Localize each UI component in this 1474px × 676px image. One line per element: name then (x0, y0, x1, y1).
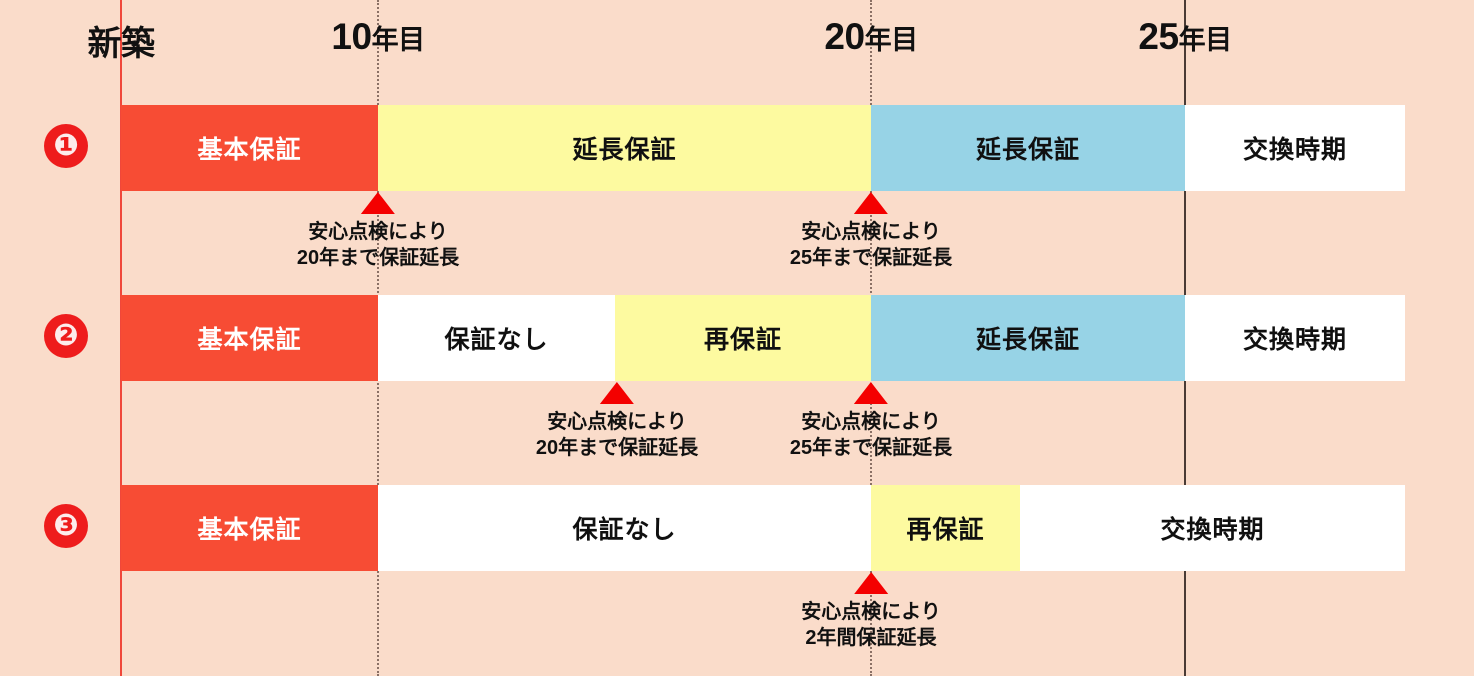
warranty-segment: 保証なし (378, 295, 615, 381)
annotation-text: 安心点検により 20年まで保証延長 (536, 410, 698, 461)
triangle-marker-icon (854, 192, 888, 214)
warranty-segment: 基本保証 (121, 485, 378, 571)
year-label-25: 25年目 (1138, 16, 1233, 58)
warranty-segment: 再保証 (871, 485, 1020, 571)
year-unit: 年目 (864, 25, 919, 55)
year-number: 25 (1138, 16, 1179, 57)
year-label-20: 20年目 (824, 16, 919, 58)
year-unit: 新築 (87, 25, 156, 63)
warranty-segment: 延長保証 (378, 105, 871, 191)
annotation-line-2: 20年まで保証延長 (296, 246, 460, 269)
warranty-segment: 延長保証 (871, 105, 1185, 191)
inspection-annotation: 安心点検により 20年まで保証延長 (536, 382, 698, 461)
warranty-bar-row-1: 基本保証延長保証延長保証交換時期 (0, 105, 1474, 191)
annotation-line-2: 20年まで保証延長 (535, 436, 699, 459)
annotation-line-1: 安心点検により (801, 601, 941, 623)
annotation-text: 安心点検により 25年まで保証延長 (790, 410, 952, 461)
warranty-bar-row-2: 基本保証保証なし再保証延長保証交換時期 (0, 295, 1474, 381)
inspection-annotation: 安心点検により 2年間保証延長 (801, 572, 941, 651)
annotation-text: 安心点検により 2年間保証延長 (801, 600, 941, 651)
annotation-text: 安心点検により 20年まで保証延長 (297, 220, 459, 271)
annotation-line-2: 25年まで保証延長 (789, 246, 953, 269)
triangle-marker-icon (853, 572, 888, 594)
warranty-bar-row-3: 基本保証保証なし再保証交換時期 (0, 485, 1474, 571)
year-unit: 年目 (1178, 25, 1233, 55)
warranty-segment: 基本保証 (121, 105, 378, 191)
year-number: 10 (331, 16, 372, 57)
annotation-line-1: 安心点検により (547, 411, 687, 433)
triangle-marker-icon (854, 382, 888, 404)
year-label-10: 10年目 (331, 16, 426, 58)
annotation-line-2: 25年まで保証延長 (789, 436, 953, 459)
inspection-annotation: 安心点検により 20年まで保証延長 (297, 192, 459, 271)
annotation-line-1: 安心点検により (801, 411, 941, 433)
warranty-segment: 基本保証 (121, 295, 378, 381)
warranty-segment: 交換時期 (1020, 485, 1405, 571)
warranty-segment: 保証なし (378, 485, 871, 571)
triangle-marker-icon (361, 192, 395, 214)
triangle-marker-icon (600, 382, 634, 404)
inspection-annotation: 安心点検により 25年まで保証延長 (790, 382, 952, 461)
warranty-segment: 延長保証 (871, 295, 1185, 381)
annotation-line-2: 2年間保証延長 (805, 626, 937, 649)
year-number: 20 (824, 16, 865, 57)
warranty-segment: 再保証 (615, 295, 871, 381)
annotation-text: 安心点検により 25年まで保証延長 (790, 220, 952, 271)
year-unit: 年目 (371, 25, 426, 55)
year-label-new: 新築 (87, 16, 156, 65)
warranty-segment: 交換時期 (1185, 295, 1405, 381)
warranty-segment: 交換時期 (1185, 105, 1405, 191)
annotation-line-1: 安心点検により (308, 221, 448, 243)
annotation-line-1: 安心点検により (801, 221, 941, 243)
row-number-badge-2: ❷ (44, 314, 88, 358)
inspection-annotation: 安心点検により 25年まで保証延長 (790, 192, 952, 271)
row-number-badge-1: ❶ (44, 124, 88, 168)
row-number-badge-3: ❸ (44, 504, 88, 548)
